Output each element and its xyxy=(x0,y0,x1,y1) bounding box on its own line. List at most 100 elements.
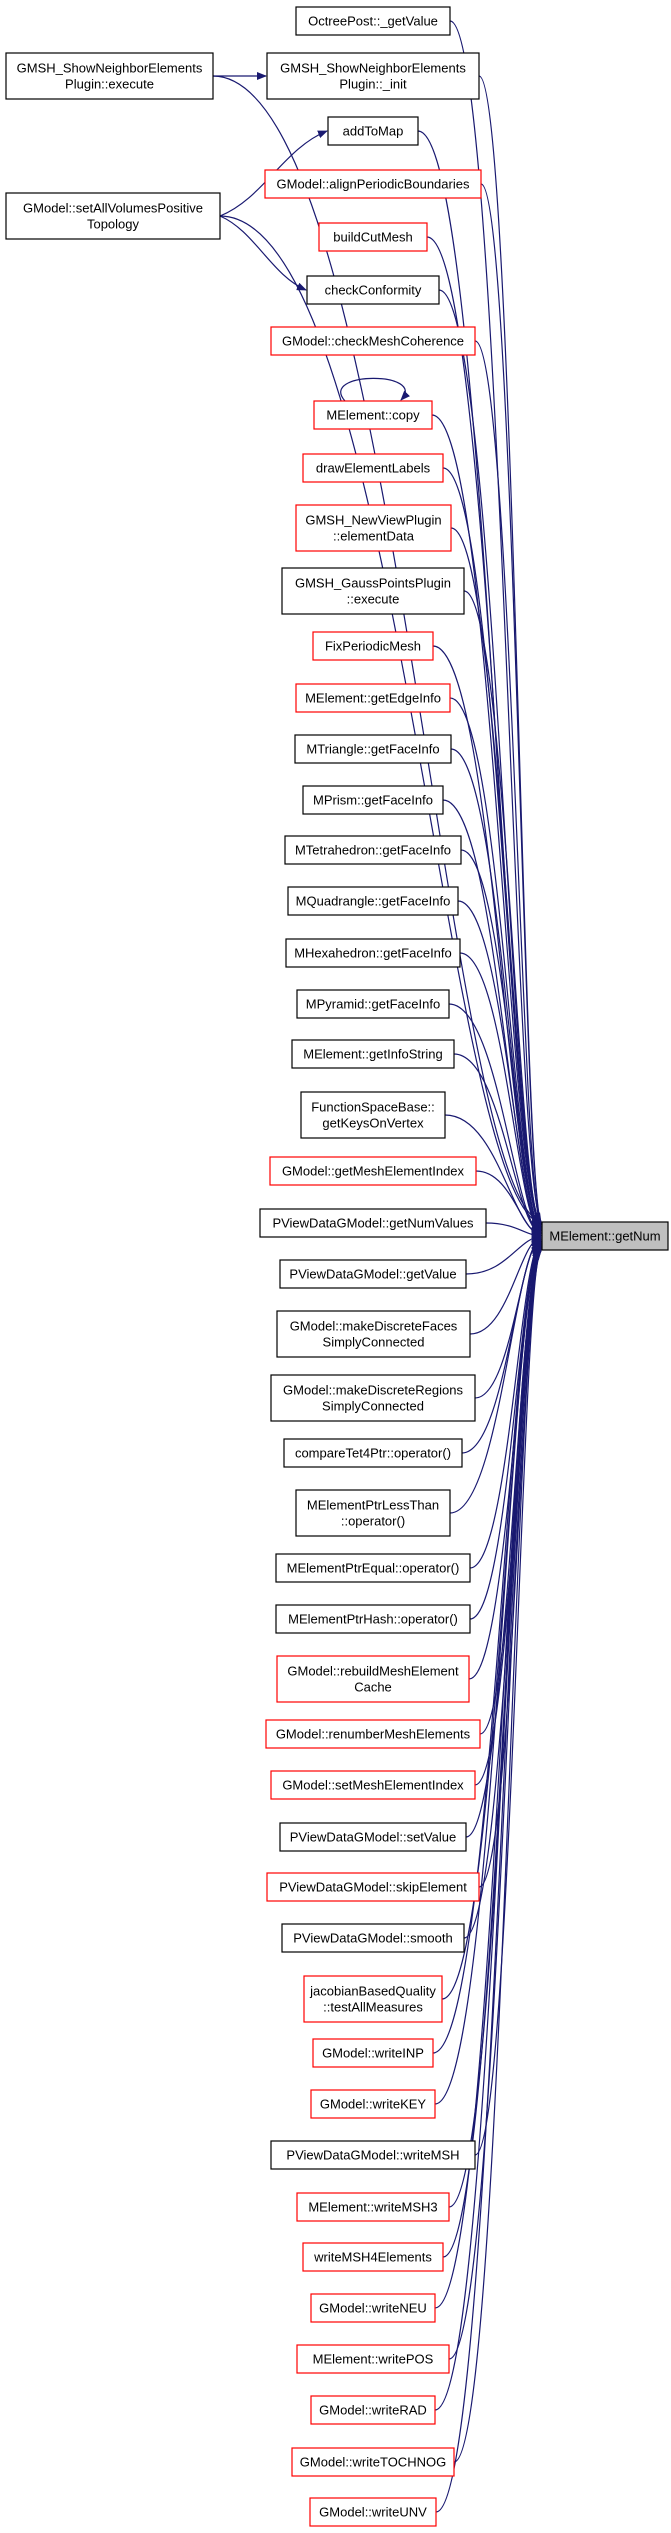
node-getkeysonvertex-label: getKeysOnVertex xyxy=(322,1116,424,1131)
node-getinfostring-box xyxy=(291,1039,455,1069)
edge-melement-copy-to-target xyxy=(431,414,542,1227)
node-writepos[interactable]: MElement::writePOS xyxy=(296,2344,450,2374)
node-alignperiodic-box xyxy=(264,169,482,199)
node-renumbermeshelements[interactable]: GModel::renumberMeshElements xyxy=(265,1719,481,1749)
edge-setallvolumes-to-checkconformity xyxy=(219,215,307,291)
node-writemsh3-box xyxy=(296,2192,450,2222)
node-gausspoints-execute-box xyxy=(281,567,465,615)
node-writeinp-box xyxy=(312,2038,434,2068)
node-pview-setvalue-label: PViewDataGModel::setValue xyxy=(290,1830,456,1845)
node-drawelementlabels[interactable]: drawElementLabels xyxy=(302,453,444,483)
node-comparetet4ptr[interactable]: compareTet4Ptr::operator() xyxy=(283,1438,463,1468)
node-writepos-label: MElement::writePOS xyxy=(313,2352,434,2367)
node-writekey[interactable]: GModel::writeKEY xyxy=(310,2089,436,2119)
node-checkconformity[interactable]: checkConformity xyxy=(306,275,440,305)
node-fixperiodicmesh[interactable]: FixPeriodicMesh xyxy=(312,631,434,661)
node-writeinp-label: GModel::writeINP xyxy=(322,2046,424,2061)
nodes-layer: OctreePost::_getValueGMSH_ShowNeighborEl… xyxy=(5,6,669,2527)
node-melement-copy[interactable]: MElement::copy xyxy=(313,400,433,430)
node-writeinp[interactable]: GModel::writeINP xyxy=(312,2038,434,2068)
node-melementptrlessthan[interactable]: MElementPtrLessThan::operator() xyxy=(295,1489,451,1537)
node-newview-elementdata[interactable]: GMSH_NewViewPlugin::elementData xyxy=(295,504,452,552)
node-getnumvalues-label: PViewDataGModel::getNumValues xyxy=(272,1216,474,1231)
node-mprism-getfaceinfo-box xyxy=(302,785,444,815)
node-pview-writemsh[interactable]: PViewDataGModel::writeMSH xyxy=(270,2140,476,2170)
node-renumbermeshelements-label: GModel::renumberMeshElements xyxy=(276,1727,471,1742)
node-target-label: MElement::getNum xyxy=(549,1229,660,1244)
edge-pview-getvalue-to-target xyxy=(465,1232,542,1275)
edge-writeneu-to-target xyxy=(434,1248,542,2309)
edge-mhexahedron-getfaceinfo-to-target xyxy=(459,952,542,1234)
node-addtomap[interactable]: addToMap xyxy=(327,116,419,146)
node-octreepost-getvalue-label: OctreePost::_getValue xyxy=(308,14,438,29)
node-writeneu[interactable]: GModel::writeNEU xyxy=(310,2293,436,2323)
node-buildcutmesh-box xyxy=(318,222,428,252)
node-getinfostring[interactable]: MElement::getInfoString xyxy=(291,1039,455,1069)
edge-pview-setvalue-to-target xyxy=(465,1242,542,1838)
node-makediscreteregions[interactable]: GModel::makeDiscreteRegionsSimplyConnect… xyxy=(270,1374,476,1422)
node-mhexahedron-getfaceinfo[interactable]: MHexahedron::getFaceInfo xyxy=(285,938,461,968)
node-rebuildmeshelementcache-box xyxy=(276,1655,470,1703)
node-gausspoints-execute[interactable]: GMSH_GaussPointsPlugin::execute xyxy=(281,567,465,615)
node-getedgeinfo[interactable]: MElement::getEdgeInfo xyxy=(295,683,451,713)
node-getmeshelementindex[interactable]: GModel::getMeshElementIndex xyxy=(269,1156,477,1186)
node-mtetrahedron-getfaceinfo[interactable]: MTetrahedron::getFaceInfo xyxy=(284,835,462,865)
edge-buildcutmesh-to-target xyxy=(426,236,542,1225)
node-target[interactable]: MElement::getNum xyxy=(541,1221,669,1251)
node-writemsh4elements-box xyxy=(302,2242,444,2272)
node-checkmeshcoherence-box xyxy=(270,326,476,356)
node-octreepost-getvalue[interactable]: OctreePost::_getValue xyxy=(295,6,451,36)
node-setallvolumes-box xyxy=(5,192,221,240)
node-getedgeinfo-box xyxy=(295,683,451,713)
node-pview-getvalue[interactable]: PViewDataGModel::getValue xyxy=(279,1259,467,1289)
node-mpyramid-getfaceinfo[interactable]: MPyramid::getFaceInfo xyxy=(296,989,450,1019)
node-writepos-box xyxy=(296,2344,450,2374)
node-buildcutmesh[interactable]: buildCutMesh xyxy=(318,222,428,252)
node-alignperiodic[interactable]: GModel::alignPeriodicBoundaries xyxy=(264,169,482,199)
node-mtriangle-getfaceinfo[interactable]: MTriangle::getFaceInfo xyxy=(294,734,452,764)
node-pview-setvalue[interactable]: PViewDataGModel::setValue xyxy=(279,1822,467,1852)
node-checkmeshcoherence[interactable]: GModel::checkMeshCoherence xyxy=(270,326,476,356)
edge-melementptrlessthan-to-target xyxy=(449,1238,542,1514)
node-newview-elementdata-label: GMSH_NewViewPlugin xyxy=(305,513,441,528)
node-skipelement[interactable]: PViewDataGModel::skipElement xyxy=(266,1872,480,1902)
node-drawelementlabels-label: drawElementLabels xyxy=(316,461,431,476)
node-makediscretefaces-box xyxy=(276,1310,471,1358)
node-melementptrequal[interactable]: MElementPtrEqual::operator() xyxy=(275,1553,471,1583)
node-writeunv[interactable]: GModel::writeUNV xyxy=(309,2497,437,2527)
node-setmeshelementindex[interactable]: GModel::setMeshElementIndex xyxy=(270,1770,476,1800)
node-makediscreteregions-box xyxy=(270,1374,476,1422)
node-pview-smooth-box xyxy=(281,1923,465,1953)
node-writetochnog[interactable]: GModel::writeTOCHNOG xyxy=(291,2447,455,2477)
node-buildcutmesh-label: buildCutMesh xyxy=(333,230,413,245)
node-testallmeasures[interactable]: jacobianBasedQuality::testAllMeasures xyxy=(303,1975,443,2023)
node-drawelementlabels-box xyxy=(302,453,444,483)
node-mhexahedron-getfaceinfo-box xyxy=(285,938,461,968)
node-mprism-getfaceinfo[interactable]: MPrism::getFaceInfo xyxy=(302,785,444,815)
node-writemsh4elements[interactable]: writeMSH4Elements xyxy=(302,2242,444,2272)
node-getmeshelementindex-box xyxy=(269,1156,477,1186)
node-mquadrangle-getfaceinfo[interactable]: MQuadrangle::getFaceInfo xyxy=(287,886,459,916)
node-getkeysonvertex[interactable]: FunctionSpaceBase::getKeysOnVertex xyxy=(300,1091,446,1139)
node-comparetet4ptr-box xyxy=(283,1438,463,1468)
node-testallmeasures-label: jacobianBasedQuality xyxy=(309,1984,436,1999)
node-addtomap-box xyxy=(327,116,419,146)
edge-pview-writemsh-to-target xyxy=(474,1246,542,2156)
node-makediscreteregions-label: SimplyConnected xyxy=(322,1399,424,1414)
node-mtriangle-getfaceinfo-box xyxy=(294,734,452,764)
node-alignperiodic-label: GModel::alignPeriodicBoundaries xyxy=(277,177,470,192)
node-makediscreteregions-label: GModel::makeDiscreteRegions xyxy=(283,1383,463,1398)
node-writetochnog-label: GModel::writeTOCHNOG xyxy=(300,2455,446,2470)
node-writerad[interactable]: GModel::writeRAD xyxy=(310,2395,436,2425)
node-writemsh3[interactable]: MElement::writeMSH3 xyxy=(296,2192,450,2222)
node-melementptrhash[interactable]: MElementPtrHash::operator() xyxy=(275,1604,471,1634)
node-getnumvalues[interactable]: PViewDataGModel::getNumValues xyxy=(259,1208,487,1238)
node-pview-smooth[interactable]: PViewDataGModel::smooth xyxy=(281,1923,465,1953)
edges-layer xyxy=(212,20,542,2513)
node-melementptrequal-box xyxy=(275,1553,471,1583)
